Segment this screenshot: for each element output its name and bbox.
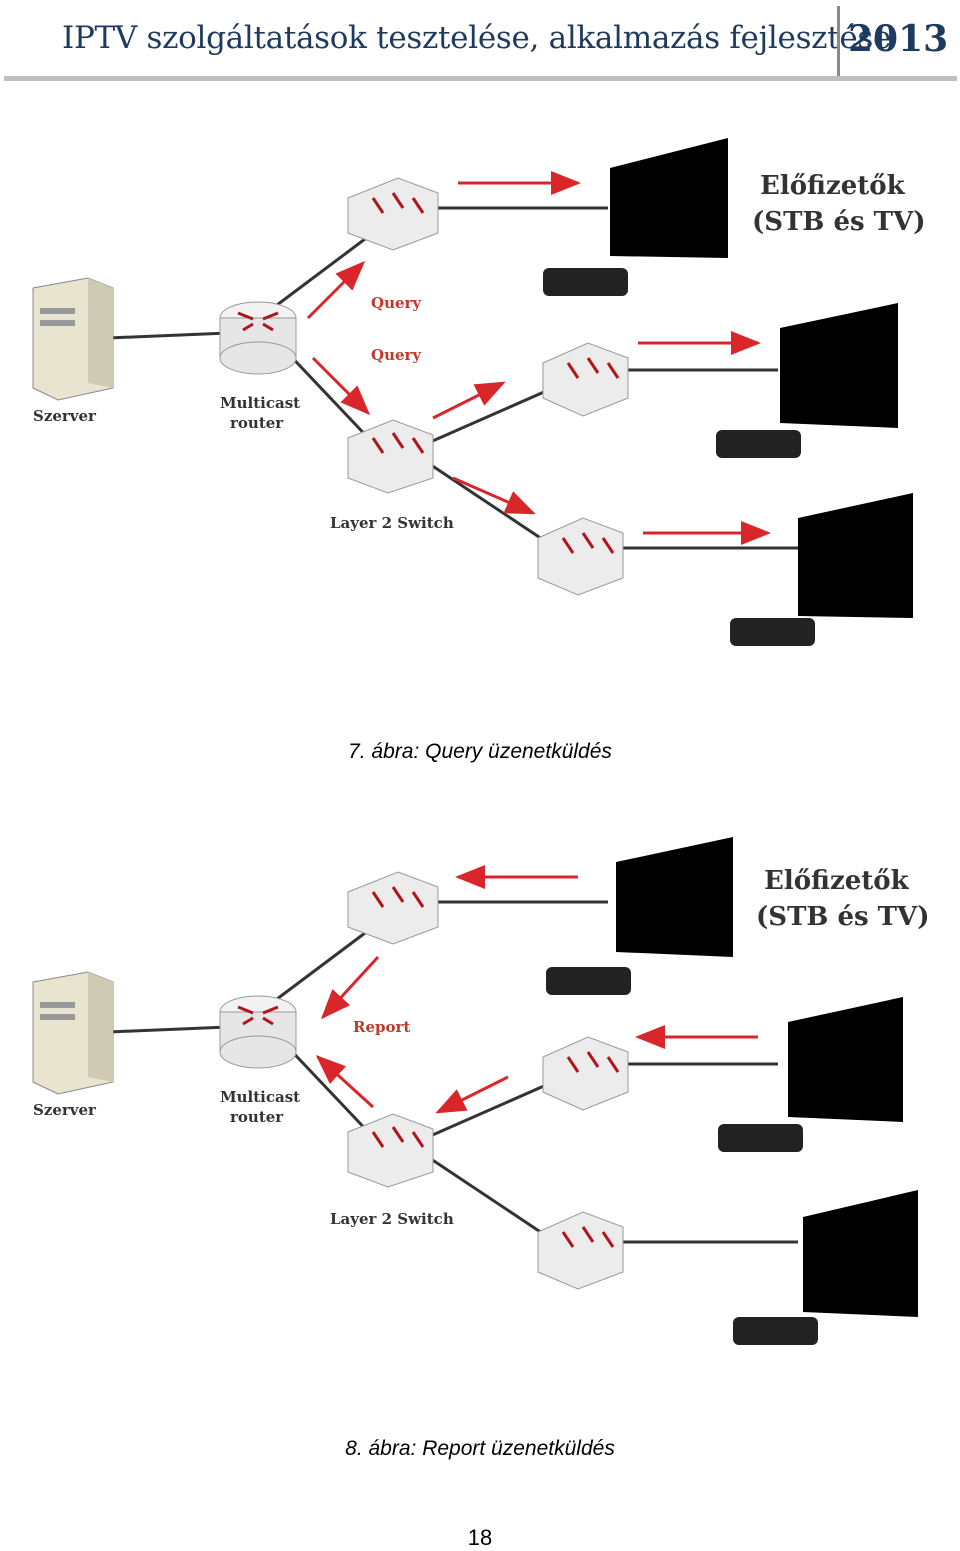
router-label-2: router — [230, 414, 284, 432]
switch-icons — [347, 871, 629, 1290]
switch-label: Layer 2 Switch — [330, 514, 454, 532]
server-label: Szerver — [33, 1101, 97, 1119]
figure-report-diagram: Szerver Multicast router Layer 2 Switch … — [32, 837, 928, 1345]
router-icon — [219, 301, 297, 375]
subscribers-label-2: (STB és TV) — [752, 207, 926, 237]
router-icon — [219, 995, 297, 1069]
stb-icons — [543, 268, 815, 646]
switch-label: Layer 2 Switch — [330, 1210, 454, 1228]
server-label: Szerver — [33, 407, 97, 425]
figure-caption-7: 7. ábra: Query üzenetküldés — [348, 740, 612, 763]
subscribers-label-1: Előfizetők — [760, 171, 906, 201]
server-icon — [32, 277, 114, 401]
header-title: IPTV szolgáltatások tesztelése, alkalmaz… — [62, 20, 892, 56]
router-label-1: Multicast — [220, 1088, 300, 1106]
header-separator — [837, 6, 840, 78]
message-label-1: Query — [371, 294, 422, 312]
tv-icons — [616, 837, 918, 1317]
message-label-1: Report — [353, 1018, 410, 1036]
router-label-2: router — [230, 1108, 284, 1126]
header-year: 2013 — [848, 18, 949, 60]
stb-icons — [546, 967, 818, 1345]
figure-query-diagram: Szerver Multicast router Layer 2 Switch … — [32, 138, 926, 646]
subscribers-label-2: (STB és TV) — [756, 902, 928, 932]
subscribers-label-1: Előfizetők — [764, 866, 910, 896]
message-label-2: Query — [371, 346, 422, 364]
page-header: IPTV szolgáltatások tesztelése, alkalmaz… — [0, 0, 960, 82]
server-icon — [32, 971, 114, 1095]
tv-icons — [610, 138, 913, 618]
router-label-1: Multicast — [220, 394, 300, 412]
page-number: 18 — [467, 1525, 493, 1550]
switch-icons — [347, 177, 629, 596]
header-rule — [4, 76, 957, 81]
figure-caption-8: 8. ábra: Report üzenetküldés — [345, 1437, 615, 1460]
